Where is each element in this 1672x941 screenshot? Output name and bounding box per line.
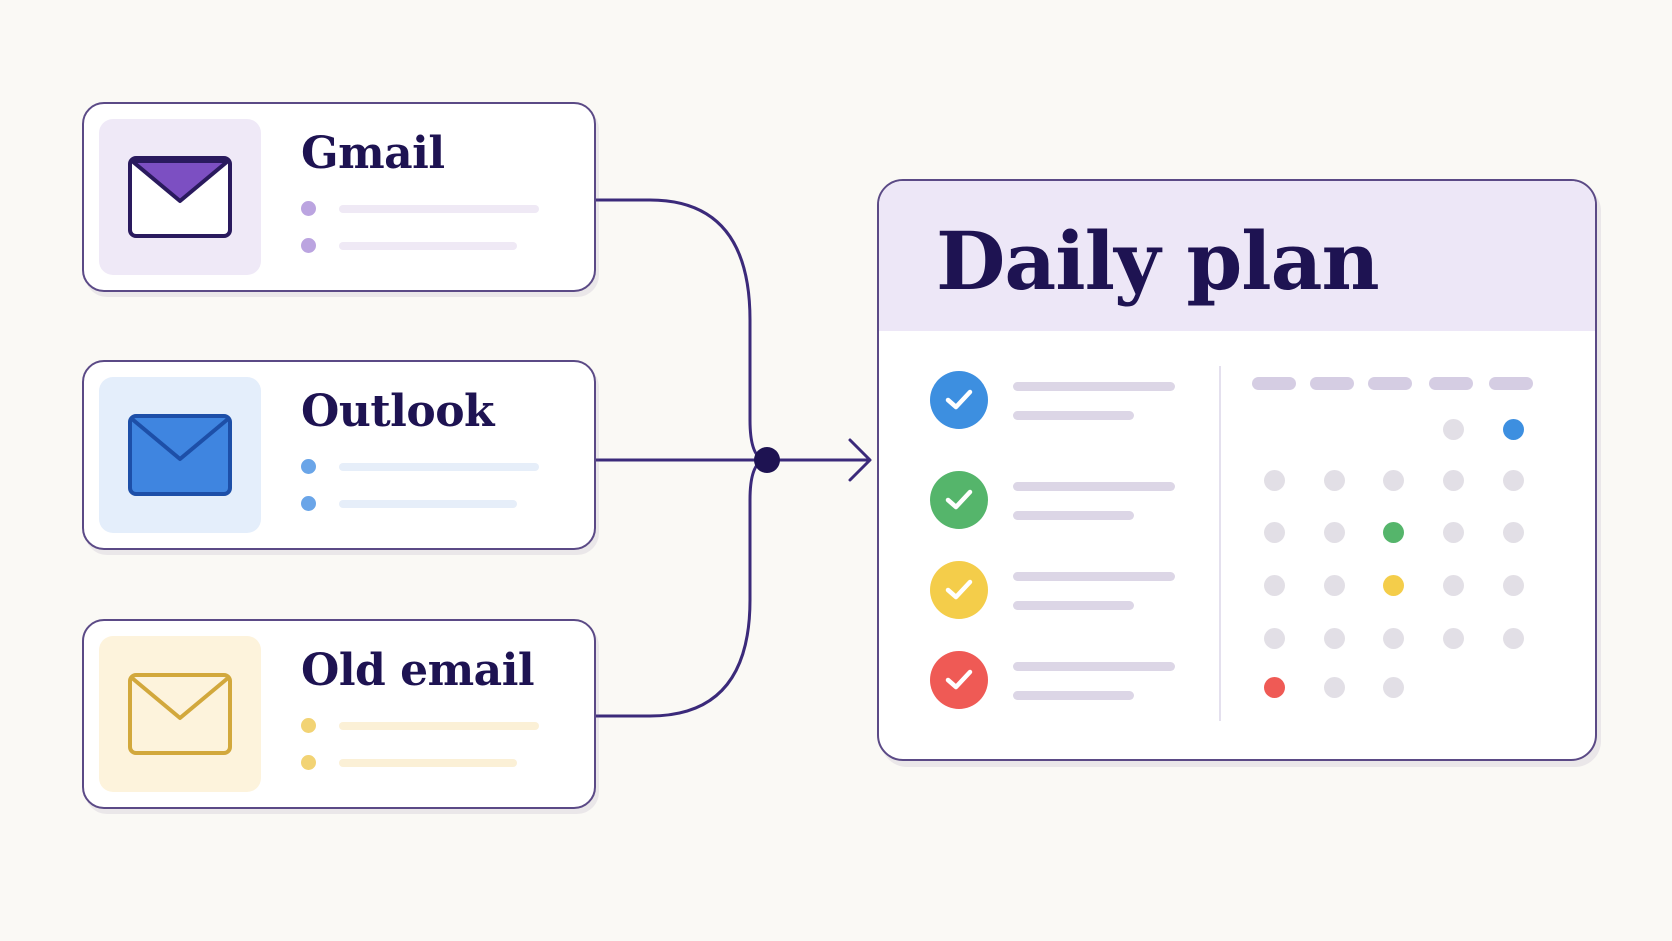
preview-bar [339,759,517,767]
task-item [930,561,1190,621]
gmail-card: Gmail [82,102,596,292]
day-header [1489,377,1533,390]
calendar-day [1324,522,1345,543]
day-header [1368,377,1412,390]
calendar-day [1443,575,1464,596]
preview-row [301,459,541,496]
outlook-envelope-icon [128,414,232,496]
daily-plan-panel: Daily plan [877,179,1597,761]
gmail-envelope-icon [128,156,232,238]
gmail-preview-lines [301,201,541,275]
bullet-dot [301,459,316,474]
preview-row [301,238,541,275]
calendar-day [1264,470,1285,491]
calendar-day [1443,522,1464,543]
preview-bar [339,242,517,250]
bullet-dot [301,755,316,770]
old-email-preview-lines [301,718,541,792]
calendar-day-highlighted [1264,677,1285,698]
preview-row [301,718,541,755]
gmail-connector [596,198,768,462]
calendar-day-highlighted [1503,419,1524,440]
preview-row [301,496,541,533]
task-subline [1013,511,1134,520]
check-circle-icon [930,471,988,529]
calendar-day [1324,470,1345,491]
preview-bar [339,463,539,471]
check-circle-icon [930,371,988,429]
calendar-day [1503,575,1524,596]
task-line [1013,662,1175,671]
panel-divider [1219,366,1221,721]
plan-header: Daily plan [879,181,1595,331]
check-circle-icon [930,561,988,619]
outlook-icon-tile [99,377,261,533]
calendar-day [1443,419,1464,440]
task-line [1013,482,1175,491]
calendar-day [1503,470,1524,491]
calendar-day [1264,522,1285,543]
calendar-day-highlighted [1383,522,1404,543]
outlook-preview-lines [301,459,541,533]
old-email-card: Old email [82,619,596,809]
calendar-day [1503,522,1524,543]
outlook-title: Outlook [301,386,495,437]
preview-bar [339,500,517,508]
day-header [1429,377,1473,390]
calendar-grid [1249,377,1549,727]
old-email-connector [596,458,768,718]
task-subline [1013,601,1134,610]
task-line [1013,572,1175,581]
calendar-day [1503,628,1524,649]
task-line [1013,382,1175,391]
calendar-day [1324,677,1345,698]
preview-row [301,755,541,792]
old-email-icon-tile [99,636,261,792]
calendar-day [1324,575,1345,596]
task-item [930,471,1190,531]
gmail-title: Gmail [301,128,445,179]
task-item [930,651,1190,711]
old-email-title: Old email [301,645,535,696]
arrow-head-icon [848,438,872,482]
task-item [930,371,1190,431]
task-subline [1013,411,1134,420]
calendar-day-highlighted [1383,575,1404,596]
old-email-envelope-icon [128,673,232,755]
preview-bar [339,722,539,730]
plan-title: Daily plan [936,214,1380,308]
calendar-day [1443,628,1464,649]
calendar-day [1383,677,1404,698]
day-header [1252,377,1296,390]
calendar-day [1264,575,1285,596]
bullet-dot [301,238,316,253]
check-circle-icon [930,651,988,709]
outlook-card: Outlook [82,360,596,550]
bullet-dot [301,496,316,511]
calendar-day [1264,628,1285,649]
calendar-day [1383,628,1404,649]
preview-row [301,201,541,238]
day-header [1310,377,1354,390]
bullet-dot [301,718,316,733]
preview-bar [339,205,539,213]
bullet-dot [301,201,316,216]
merge-node [754,447,780,473]
calendar-day [1324,628,1345,649]
calendar-day [1383,470,1404,491]
gmail-icon-tile [99,119,261,275]
task-subline [1013,691,1134,700]
calendar-day [1443,470,1464,491]
